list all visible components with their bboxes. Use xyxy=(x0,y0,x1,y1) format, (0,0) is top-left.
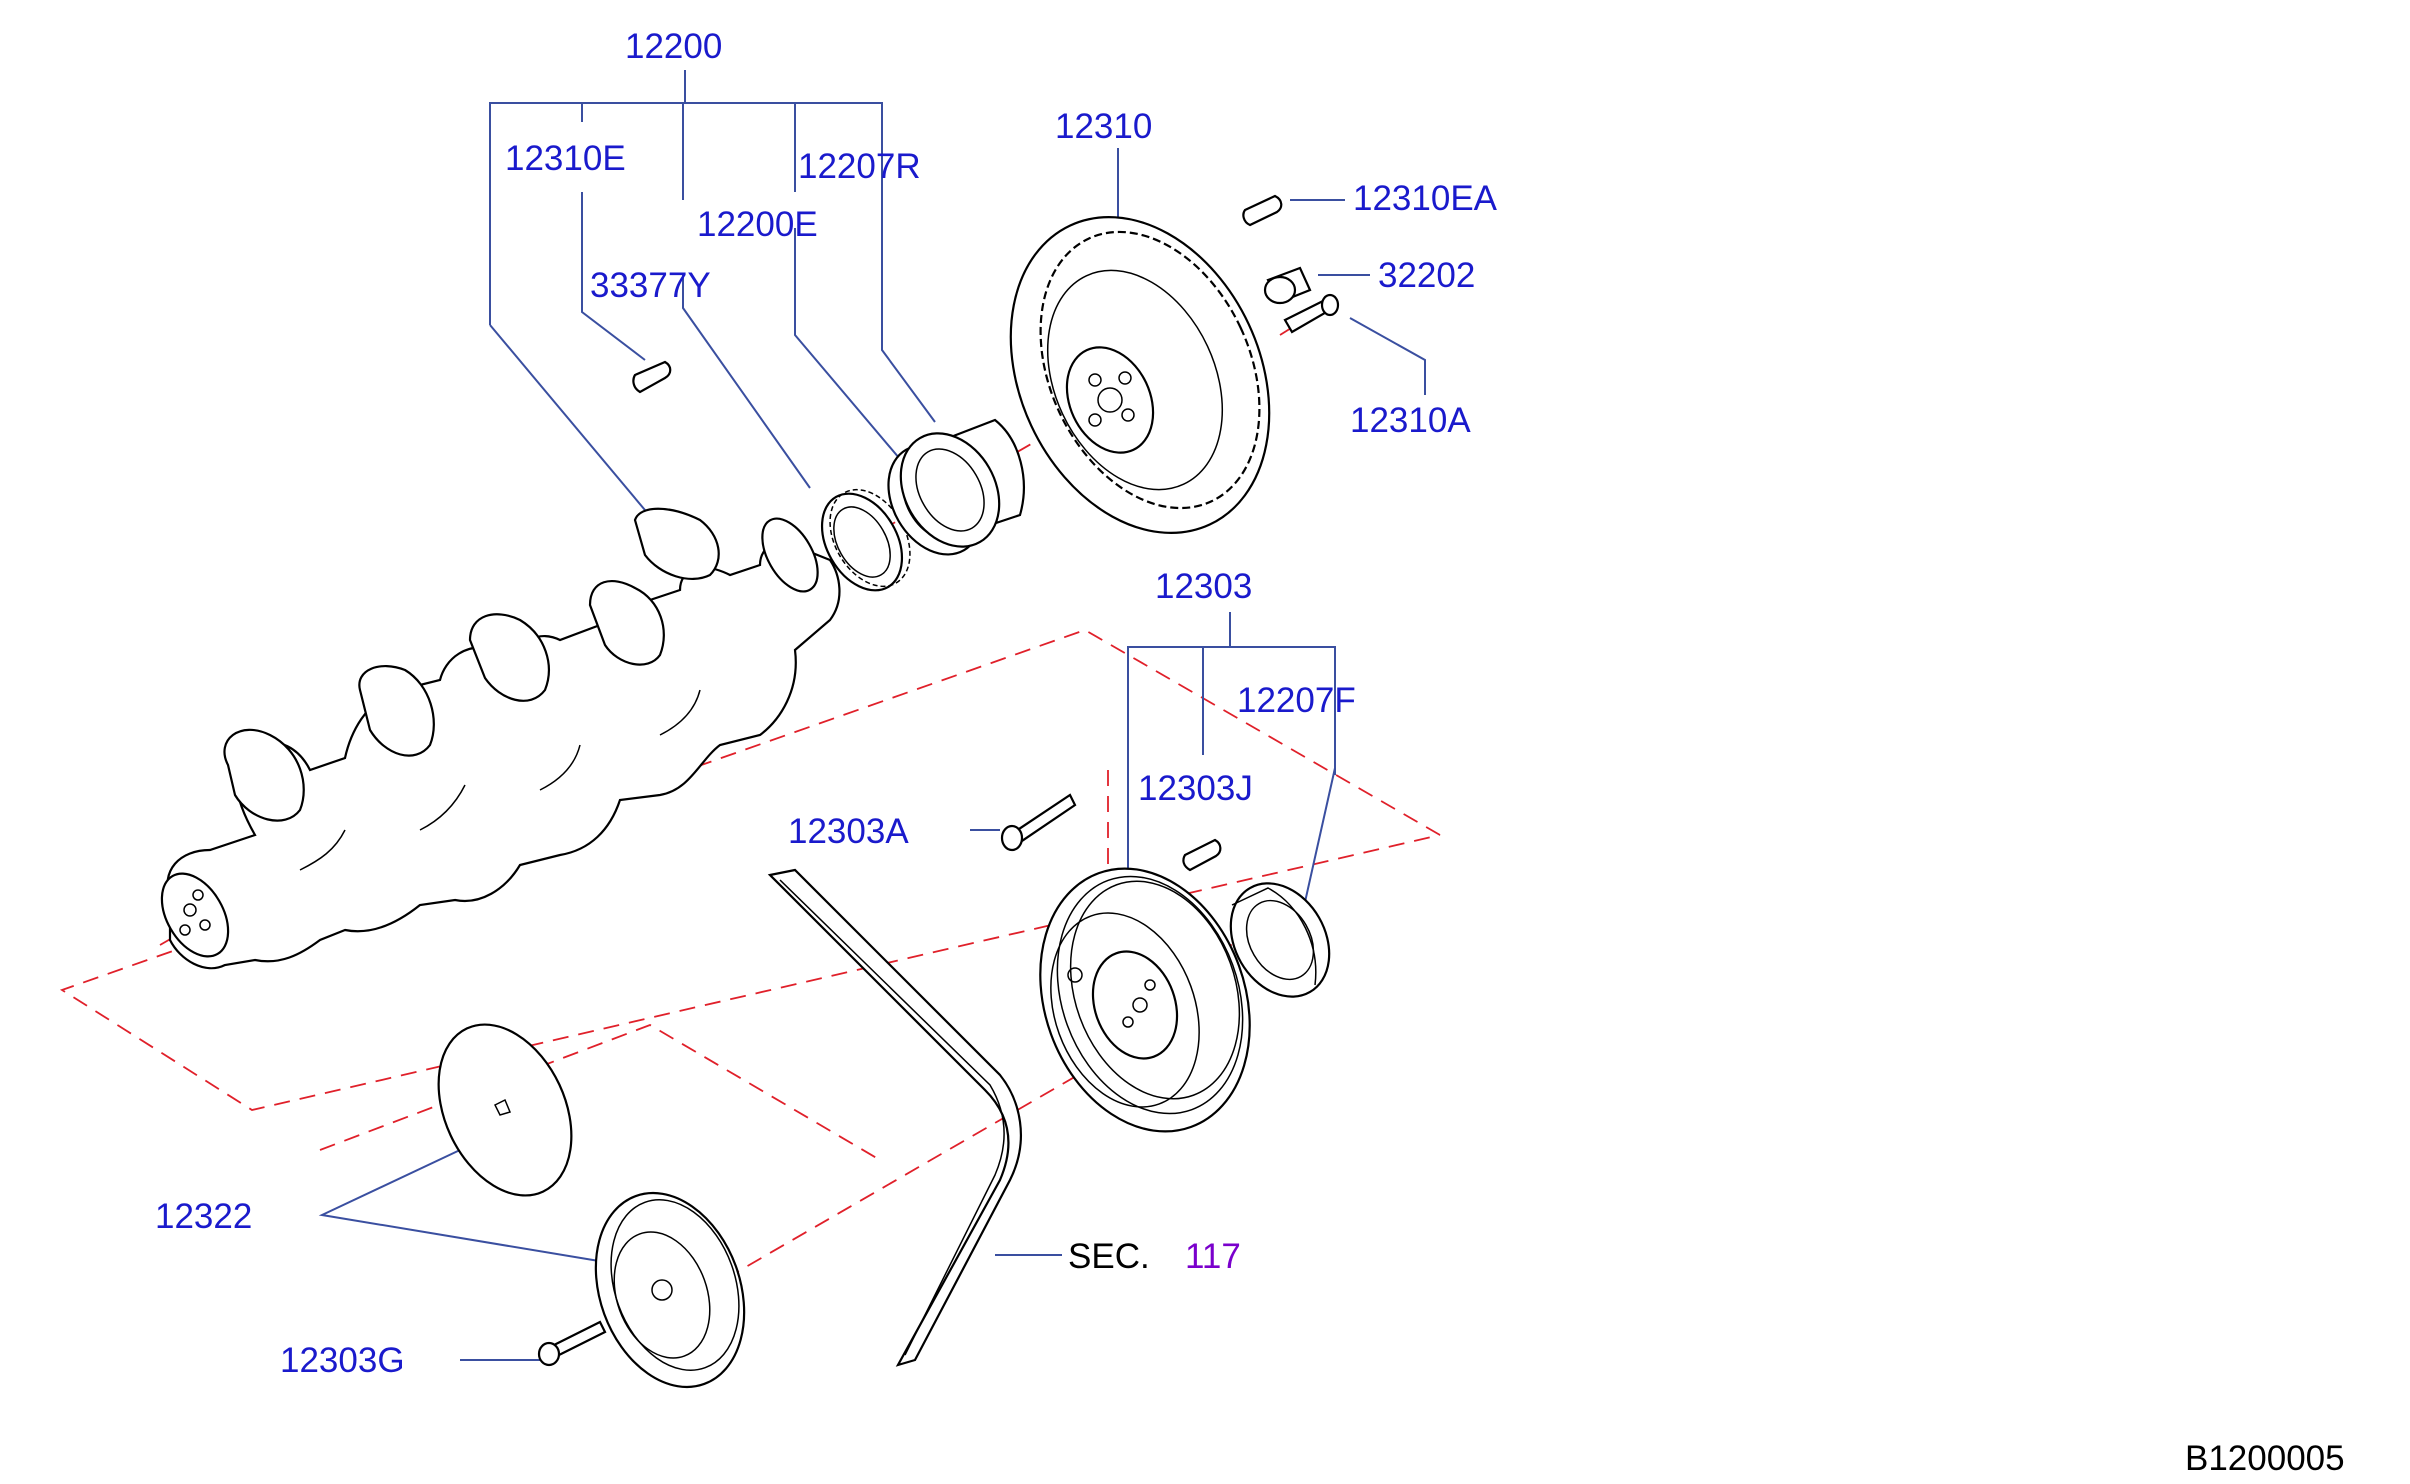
bolt-12310a xyxy=(1283,293,1340,334)
leader-lines xyxy=(318,70,1426,1361)
crank-pulley-12303 xyxy=(1039,867,1251,1133)
callout-labels: 12200 12310E 12207R 12200E 33377Y 12310 … xyxy=(155,27,2345,1478)
callout-12200: 12200 xyxy=(625,27,722,66)
callout-12303g: 12303G xyxy=(280,1341,405,1380)
section-prefix: SEC. xyxy=(1068,1237,1150,1276)
dowel-12310ea xyxy=(1242,194,1283,227)
callout-12200e: 12200E xyxy=(697,205,818,244)
callout-12310a: 12310A xyxy=(1350,401,1471,440)
callout-12303j: 12303J xyxy=(1138,769,1253,808)
figure-code: B1200005 xyxy=(2185,1439,2345,1478)
callout-12310e: 12310E xyxy=(505,139,626,178)
front-seal-12207f xyxy=(1229,882,1331,998)
bolt-12303a xyxy=(1000,793,1077,852)
key-12303j xyxy=(1182,838,1222,872)
section-number: 117 xyxy=(1185,1237,1241,1276)
flywheel-12310 xyxy=(1009,215,1271,535)
drive-plate-12322 xyxy=(594,1191,746,1389)
bushing-32202 xyxy=(1263,266,1312,305)
plate-12322 xyxy=(437,1023,573,1197)
callout-12322: 12322 xyxy=(155,1197,252,1236)
callout-32202: 32202 xyxy=(1378,256,1475,295)
rear-seal-12207r xyxy=(899,418,1025,548)
callout-12310: 12310 xyxy=(1055,107,1152,146)
callout-12207f: 12207F xyxy=(1237,681,1356,720)
callout-12207r: 12207R xyxy=(798,147,921,186)
callout-12310ea: 12310EA xyxy=(1353,179,1498,218)
bolt-12303g xyxy=(537,1320,607,1367)
callout-33377y: 33377Y xyxy=(590,266,711,305)
key-12310e xyxy=(632,360,672,394)
crankshaft xyxy=(160,507,841,970)
callout-12303: 12303 xyxy=(1155,567,1252,606)
callout-12303a: 12303A xyxy=(788,812,909,851)
drive-belt xyxy=(767,868,1022,1367)
